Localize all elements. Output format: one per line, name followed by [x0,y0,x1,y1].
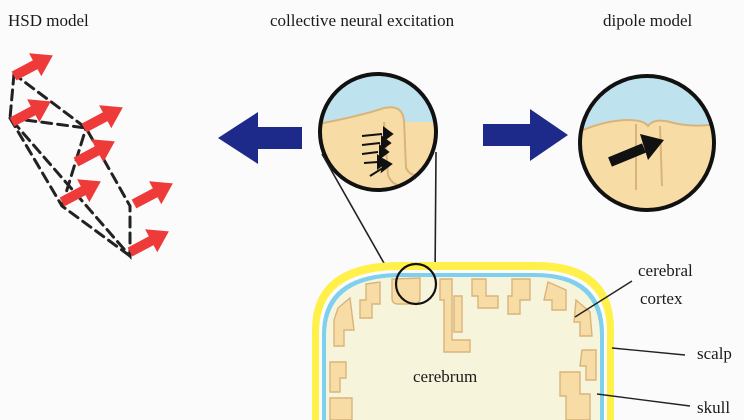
hsd-red-arrow [124,220,175,264]
hsd-red-arrow [128,172,179,216]
zoom-lens [318,72,440,200]
label-hsd-model: HSD model [8,12,89,29]
dipole-tissue [578,120,718,214]
label-dipole-model: dipole model [603,12,692,29]
label-cerebral: cerebral [638,262,693,279]
right-blue-arrow [483,109,568,161]
label-scalp: scalp [697,345,732,362]
left-blue-arrow [218,112,302,164]
dipole-circle [578,74,718,214]
label-cerebrum: cerebrum [413,368,477,385]
leader-scalp [612,348,685,355]
dipole-fluid [578,74,718,132]
label-cortex: cortex [640,290,682,307]
brain-section [312,262,614,420]
hsd-red-arrow [8,44,59,88]
label-skull: skull [697,399,730,416]
hsd-mesh-outline [10,74,130,256]
hsd-mesh [10,74,130,256]
label-collective-neural-excitation: collective neural excitation [270,12,454,29]
hsd-red-arrow [78,96,129,140]
